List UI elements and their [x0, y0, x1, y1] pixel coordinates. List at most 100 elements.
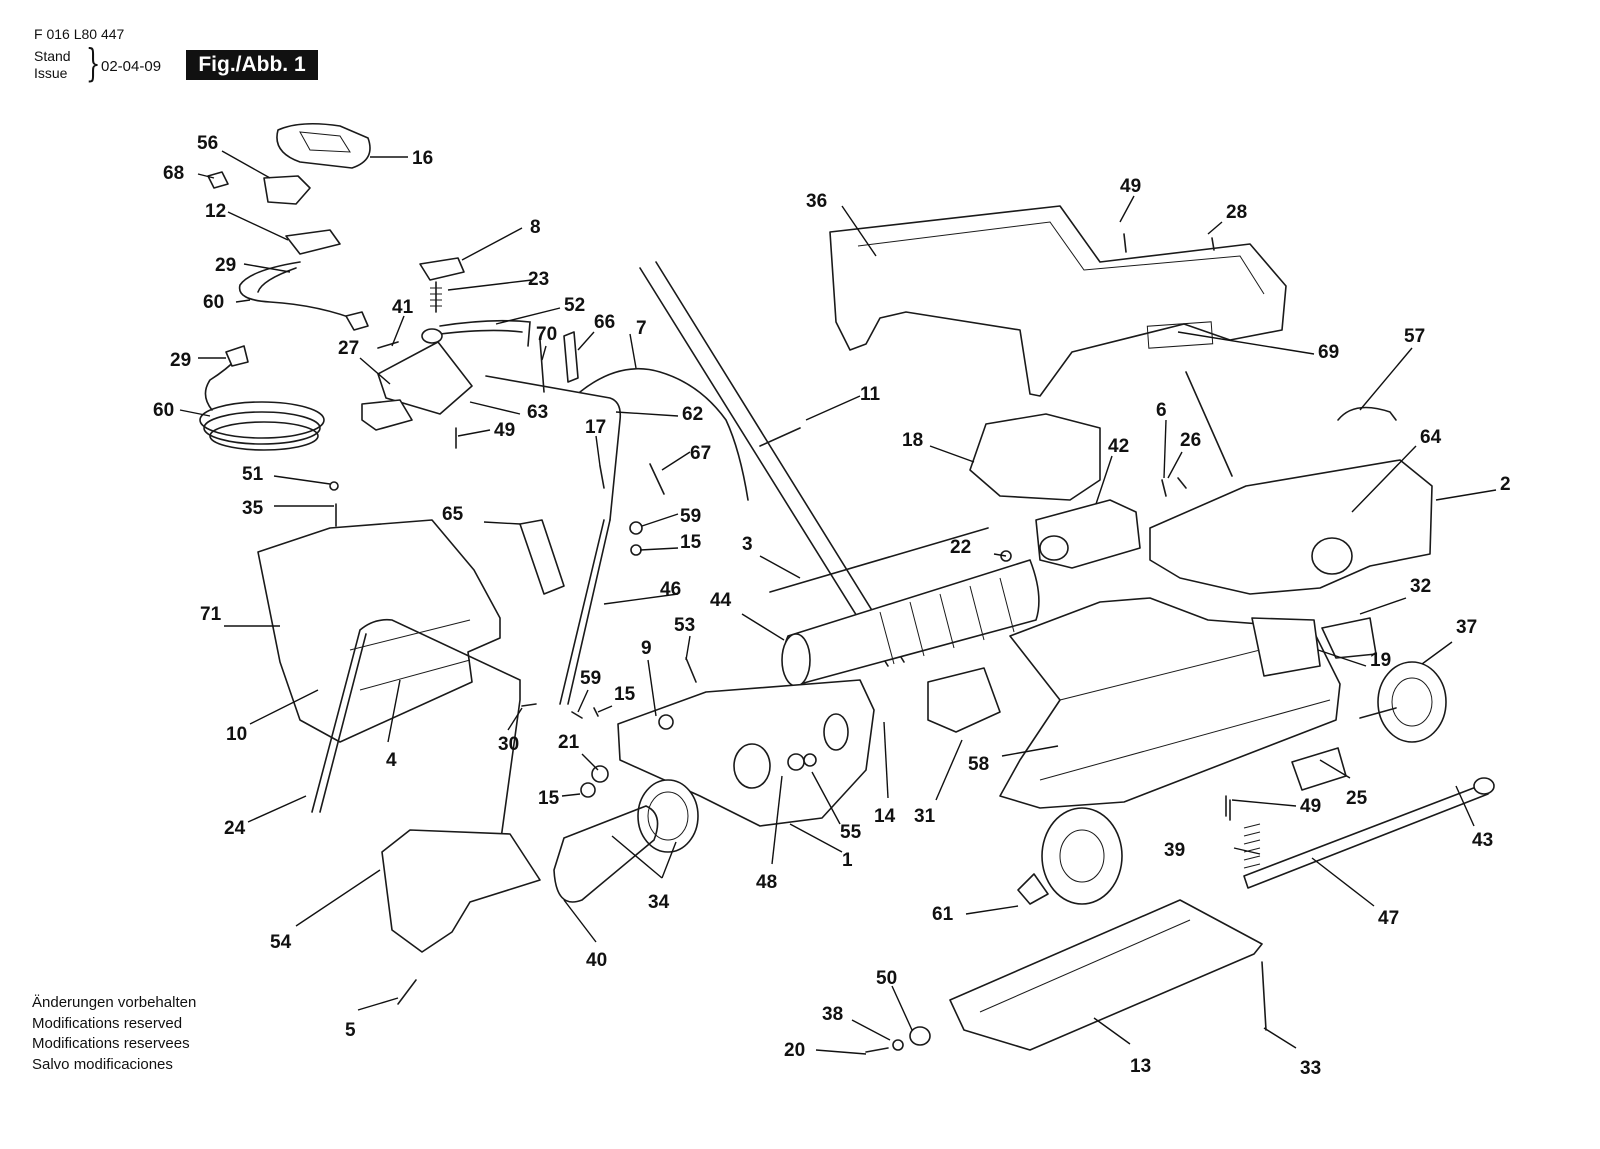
callout-29: 29	[215, 255, 236, 276]
part-main-deck	[999, 597, 1341, 809]
callout-49b: 49	[494, 420, 515, 441]
callout-62: 62	[682, 404, 703, 425]
note-english: Modifications reserved	[32, 1014, 183, 1032]
callout-63: 63	[527, 402, 548, 423]
note-french: Modifications reservees	[32, 1035, 190, 1052]
callout-61: 61	[932, 904, 954, 925]
callout-3: 3	[742, 534, 753, 555]
issue-label: Issue	[34, 65, 68, 81]
callout-60b: 60	[153, 400, 174, 421]
callout-66: 66	[594, 312, 615, 333]
callout-36: 36	[806, 191, 827, 212]
callout-28: 28	[1226, 202, 1247, 223]
callout-30: 30	[498, 734, 519, 755]
callout-43: 43	[1472, 830, 1493, 851]
callout-59: 59	[680, 506, 701, 527]
callout-10: 10	[226, 724, 247, 745]
callout-55: 55	[840, 822, 862, 843]
callout-56: 56	[197, 133, 218, 154]
callout-64: 64	[1420, 427, 1442, 448]
part-height-adjust-plate	[949, 899, 1263, 1051]
callout-40: 40	[586, 950, 607, 971]
callout-71: 71	[200, 604, 222, 625]
callout-26: 26	[1180, 430, 1201, 451]
callout-7: 7	[636, 318, 647, 339]
callout-52: 52	[564, 295, 585, 316]
callout-23: 23	[528, 269, 549, 290]
note-german: Änderungen vorbehalten	[32, 994, 197, 1011]
callout-labels: 56 16 68 12 8 29 23 60 41 52 27 70 66 7 …	[153, 133, 1511, 1079]
callout-65: 65	[442, 504, 464, 525]
figure-badge: Fig./Abb. 1	[186, 50, 318, 80]
part-side-housing	[1149, 459, 1433, 595]
callout-33: 33	[1300, 1058, 1321, 1079]
callout-20: 20	[784, 1040, 805, 1061]
part-switch-housing	[285, 229, 341, 255]
callout-70: 70	[536, 324, 557, 345]
stand-label: Stand	[34, 48, 71, 64]
part-belt-cover	[381, 829, 541, 953]
part-top-cover	[829, 205, 1287, 397]
callout-69: 69	[1318, 342, 1339, 363]
callout-31: 31	[914, 806, 936, 827]
callout-1: 1	[842, 850, 853, 871]
callout-51: 51	[242, 464, 264, 485]
callout-9: 9	[641, 638, 652, 659]
callout-47: 47	[1378, 908, 1399, 929]
part-bracket-plate	[377, 341, 473, 415]
callout-4: 4	[386, 750, 397, 771]
callout-13: 13	[1130, 1056, 1151, 1077]
callout-14: 14	[874, 806, 896, 827]
callout-48: 48	[756, 872, 777, 893]
callout-6: 6	[1156, 400, 1167, 421]
callout-57: 57	[1404, 326, 1425, 347]
callout-16: 16	[412, 148, 433, 169]
callout-38: 38	[822, 1004, 843, 1025]
callout-21: 21	[558, 732, 580, 753]
issue-date: 02-04-09	[101, 58, 162, 75]
callout-37: 37	[1456, 617, 1477, 638]
callout-22: 22	[950, 537, 971, 558]
part-switch	[263, 175, 311, 205]
note-spanish: Salvo modificaciones	[32, 1055, 173, 1073]
callout-34: 34	[648, 892, 670, 913]
callout-5: 5	[345, 1020, 356, 1041]
callout-68: 68	[163, 163, 184, 184]
callout-25: 25	[1346, 788, 1368, 809]
part-front-wheel	[1041, 807, 1123, 905]
callout-17: 17	[585, 417, 606, 438]
callout-12: 12	[205, 201, 226, 222]
callout-49c: 49	[1300, 796, 1321, 817]
callout-58: 58	[968, 754, 989, 775]
callout-39: 39	[1164, 840, 1185, 861]
callout-42: 42	[1108, 436, 1129, 457]
footer-notes: Änderungen vorbehalten Modifications res…	[32, 993, 196, 1075]
callout-35: 35	[242, 498, 264, 519]
brace-glyph: }	[85, 41, 101, 85]
callout-49: 49	[1120, 176, 1141, 197]
document-number: F 016 L80 447	[34, 26, 125, 42]
part-grass-box	[257, 519, 501, 743]
callout-29b: 29	[170, 350, 191, 371]
callout-53: 53	[674, 615, 695, 636]
part-switch-cover	[276, 122, 371, 169]
callout-24: 24	[224, 818, 246, 839]
callout-32: 32	[1410, 576, 1431, 597]
callout-46: 46	[660, 579, 681, 600]
callout-19: 19	[1370, 650, 1391, 671]
callout-27: 27	[338, 338, 359, 359]
callout-8: 8	[530, 217, 541, 238]
part-roller	[783, 559, 1040, 685]
callout-15b: 15	[614, 684, 636, 705]
callout-44: 44	[710, 590, 732, 611]
callout-67: 67	[690, 443, 711, 464]
callout-54: 54	[270, 932, 292, 953]
callout-18: 18	[902, 430, 923, 451]
callout-15c: 15	[538, 788, 560, 809]
callout-59b: 59	[580, 668, 601, 689]
parts-artwork	[199, 122, 1495, 1053]
callout-15: 15	[680, 532, 702, 553]
callout-50: 50	[876, 968, 897, 989]
callout-60: 60	[203, 292, 224, 313]
